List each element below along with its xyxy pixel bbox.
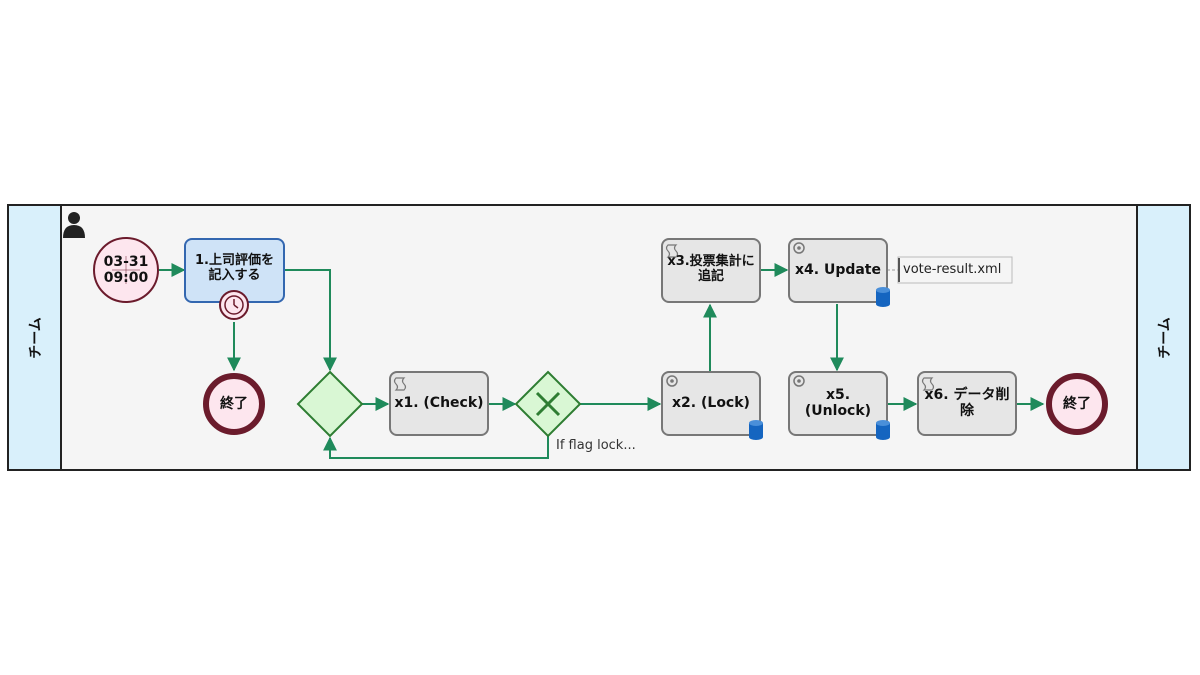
lane-label-left: チーム (28, 317, 44, 359)
database-icon (749, 420, 763, 440)
lane-header-left[interactable] (7, 204, 62, 471)
task-x6-box[interactable] (917, 371, 1017, 436)
start-timer-event[interactable] (93, 237, 159, 303)
end-event-2[interactable] (1046, 373, 1108, 435)
gateway-condition-label: If flag lock... (556, 438, 636, 453)
end-event-1[interactable] (203, 373, 265, 435)
sequence-flows (159, 263, 1045, 459)
timer-boundary-icon[interactable] (219, 290, 249, 320)
data-object-label: vote-result.xml (903, 262, 1002, 277)
data-object-box[interactable] (897, 256, 1013, 284)
database-icon (876, 420, 890, 440)
gateway-1[interactable] (296, 370, 364, 438)
script-icon (393, 377, 407, 391)
gear-icon (793, 242, 805, 254)
task-x2-box[interactable] (661, 371, 761, 436)
task-x1-box[interactable] (389, 371, 489, 436)
lane-header-right[interactable] (1136, 204, 1191, 471)
lane-label-right: チーム (1157, 317, 1173, 359)
database-icon (876, 287, 890, 307)
flow-task1-to-gateway1 (285, 269, 337, 372)
gear-icon (793, 375, 805, 387)
gateway-2[interactable] (514, 370, 582, 438)
flow-gateway2-loop-back (323, 436, 549, 459)
gear-icon (666, 375, 678, 387)
person-icon (63, 212, 85, 238)
task-x4-box[interactable] (788, 238, 888, 303)
script-icon (665, 244, 679, 258)
task-x5-box[interactable] (788, 371, 888, 436)
task-x3-box[interactable] (661, 238, 761, 303)
script-icon (921, 377, 935, 391)
